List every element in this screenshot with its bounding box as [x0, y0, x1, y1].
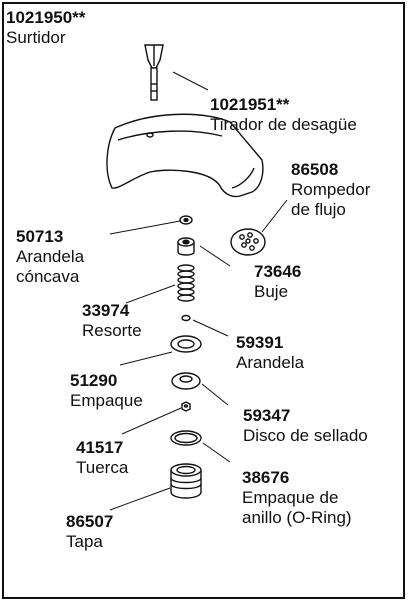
- part-name: Disco de sellado: [243, 426, 368, 445]
- part-number: 38676: [242, 468, 290, 487]
- concave-washer-part: [179, 215, 193, 225]
- part-name: Empaque: [70, 391, 143, 410]
- washer-part: [181, 314, 191, 322]
- part-number: 86507: [66, 512, 114, 531]
- part-name: Buje: [254, 282, 289, 301]
- leader-lines: [109, 71, 288, 511]
- diagram-frame: [2, 2, 405, 599]
- seal-disc-part: [171, 372, 201, 390]
- part-name-line1: Arandela: [16, 247, 85, 266]
- part-name-line2: anillo (O-Ring): [242, 508, 352, 527]
- part-number: 51290: [70, 371, 118, 390]
- part-label-arandela-concava: 50713 Arandela cóncava: [16, 227, 84, 287]
- part-name: Resorte: [82, 321, 142, 340]
- part-number: 50713: [16, 227, 64, 246]
- part-label-rompedor: 86508 Rompedor de flujo: [291, 160, 370, 220]
- part-label-tuerca: 41517 Tuerca: [76, 438, 128, 478]
- part-number: 59347: [243, 406, 291, 425]
- part-label-oring: 38676 Empaque de anillo (O-Ring): [242, 468, 352, 528]
- part-number: 41517: [76, 438, 124, 457]
- part-name: Tapa: [66, 532, 103, 551]
- part-label-empaque: 51290 Empaque: [70, 371, 143, 411]
- part-number: 33974: [82, 301, 130, 320]
- gasket-part: [170, 335, 202, 353]
- bushing-part: [177, 237, 195, 256]
- nut-part: [181, 401, 191, 412]
- part-name: Surtidor: [6, 28, 66, 47]
- part-number: 59391: [236, 333, 284, 352]
- part-label-resorte: 33974 Resorte: [82, 301, 142, 341]
- part-name-line1: Rompedor: [291, 180, 371, 199]
- part-label-tirador: 1021951** Tirador de desagüe: [210, 95, 357, 135]
- part-name-line2: de flujo: [291, 200, 346, 219]
- part-label-arandela: 59391 Arandela: [236, 333, 304, 373]
- spout-part: [106, 113, 264, 198]
- drain-lift-handle-part: [144, 44, 164, 101]
- part-label-tapa: 86507 Tapa: [66, 512, 113, 552]
- aerator-part: [230, 228, 266, 256]
- part-name-line1: Empaque de: [242, 488, 339, 507]
- part-label-disco: 59347 Disco de sellado: [243, 406, 368, 446]
- part-label-buje: 73646 Buje: [254, 262, 301, 302]
- part-number: 86508: [291, 160, 339, 179]
- part-name: Tirador de desagüe: [210, 115, 357, 134]
- part-number: 73646: [254, 262, 302, 281]
- cap-part: [170, 463, 202, 499]
- part-name-line2: cóncava: [16, 267, 80, 286]
- part-name: Arandela: [236, 353, 305, 372]
- part-number: 1021951**: [210, 95, 290, 114]
- part-name: Tuerca: [76, 458, 129, 477]
- o-ring-part: [170, 430, 202, 446]
- part-label-surtidor: 1021950** Surtidor: [6, 8, 85, 48]
- spring-part: [177, 264, 195, 302]
- part-number: 1021950**: [6, 8, 86, 27]
